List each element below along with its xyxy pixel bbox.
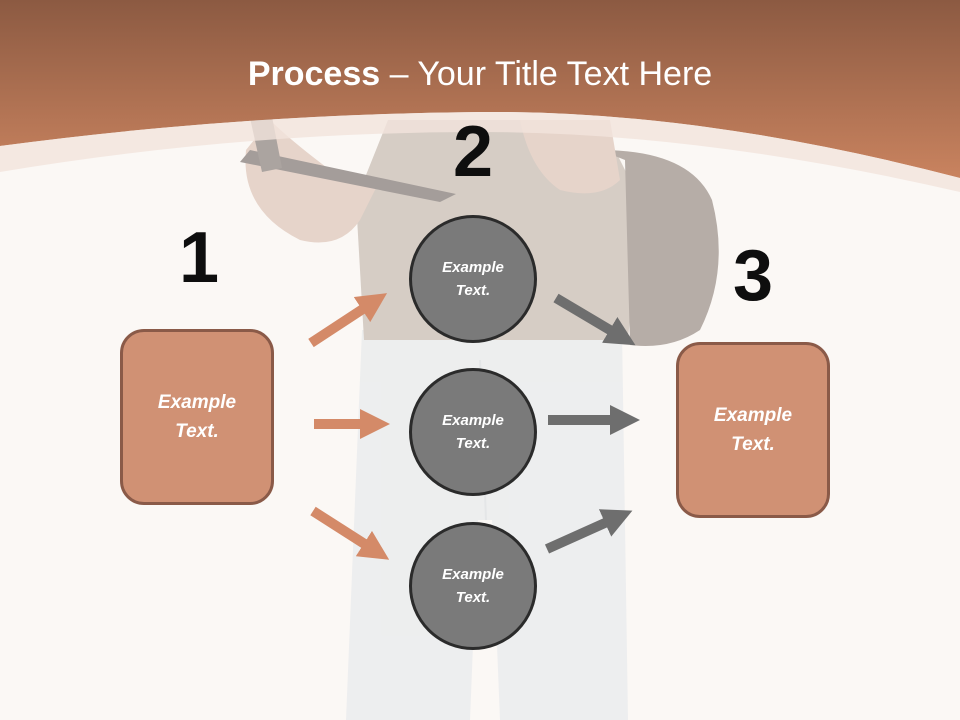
circle-3-text: Example Text. <box>442 566 504 606</box>
step-3-box[interactable]: Example Text. <box>676 342 830 518</box>
title-rest: – Your Title Text Here <box>380 55 713 93</box>
step-number-2: 2 <box>452 112 494 192</box>
step-2-circle-3[interactable]: Example Text. <box>409 522 537 650</box>
step-1-box[interactable]: Example Text. <box>120 329 274 505</box>
step-1-text: Example Text. <box>157 392 237 442</box>
arrow-to-circle-3 <box>310 506 390 560</box>
header-band <box>0 0 960 178</box>
arrow-from-circle-1 <box>553 293 636 346</box>
arrow-from-circle-3 <box>544 509 633 554</box>
step-2-circle-2[interactable]: Example Text. <box>409 368 537 496</box>
arrow-to-circle-1 <box>308 293 388 348</box>
step-number-1: 1 <box>178 218 220 298</box>
circle-2-text: Example Text. <box>442 412 504 452</box>
slide-title: Process – Your Title Text Here <box>0 52 960 96</box>
circle-1-text: Example Text. <box>442 259 504 299</box>
step-3-text: Example Text. <box>713 405 793 455</box>
step-number-3: 3 <box>732 236 774 316</box>
header-curve <box>0 111 960 192</box>
title-bold: Process <box>247 55 381 93</box>
step-2-circle-1[interactable]: Example Text. <box>409 215 537 343</box>
